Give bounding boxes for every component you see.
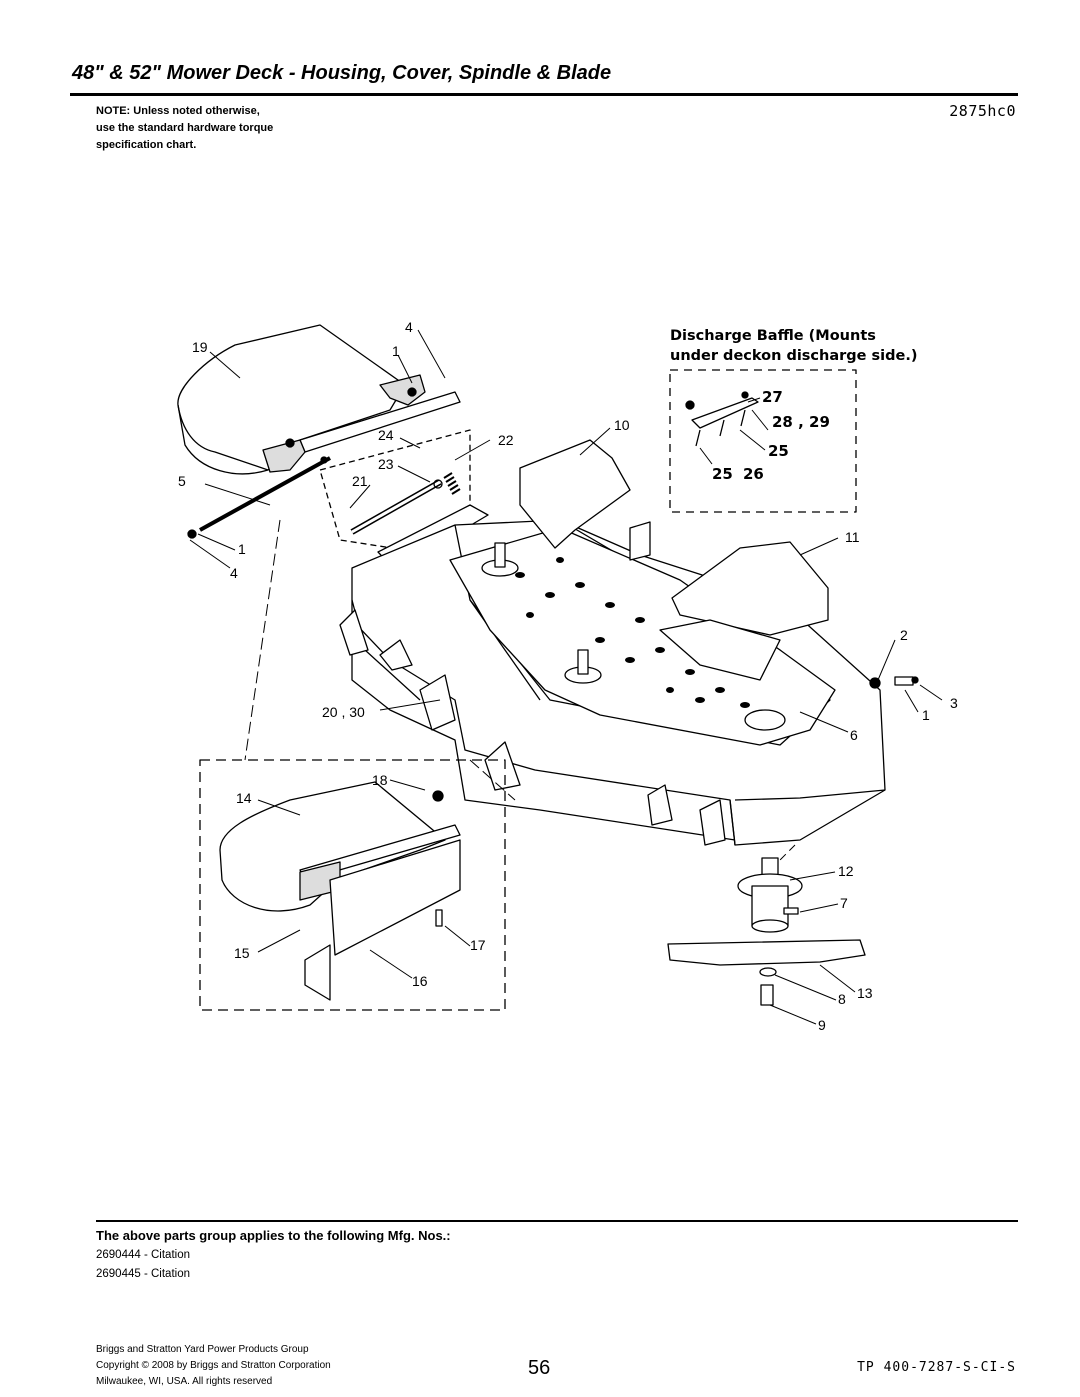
header-rule xyxy=(70,93,1018,96)
deck-brackets xyxy=(339,521,726,846)
callout-24: 24 xyxy=(378,427,394,443)
callout-17: 17 xyxy=(470,937,486,953)
callout-12: 12 xyxy=(838,863,854,879)
callout-5: 5 xyxy=(178,473,186,489)
inset-title-line-2: under deckon discharge side.) xyxy=(670,348,918,364)
deck-top-plate xyxy=(449,527,836,746)
torque-note: NOTE: Unless noted otherwise, use the st… xyxy=(96,103,396,154)
callout-14: 14 xyxy=(236,790,252,806)
inset-title-line-1: Discharge Baffle (Mounts xyxy=(670,328,876,344)
company-info: Briggs and Stratton Yard Power Products … xyxy=(96,1342,331,1390)
callout-25: 25 xyxy=(712,465,733,483)
discharge-baffle xyxy=(685,391,759,447)
callout-27: 27 xyxy=(762,388,783,406)
callout-16: 16 xyxy=(412,973,428,989)
page-title: 48" & 52" Mower Deck - Housing, Cover, S… xyxy=(72,62,612,84)
callout-10: 10 xyxy=(614,417,630,433)
footer-rule xyxy=(96,1220,1018,1222)
callout-26: 26 xyxy=(743,465,764,483)
callout-9: 9 xyxy=(818,1017,826,1033)
deck-spindle-hubs xyxy=(481,542,786,731)
blade-bolt xyxy=(760,984,774,1006)
page-number: 56 xyxy=(528,1357,551,1379)
blade-washer xyxy=(759,967,777,977)
callout-22: 22 xyxy=(498,432,514,448)
callout-6: 6 xyxy=(850,727,858,743)
callout-20-30: 20 , 30 xyxy=(322,704,365,720)
chute-cover-lower xyxy=(219,781,461,1001)
callout-1: 1 xyxy=(392,343,400,359)
copyright-line: Copyright © 2008 by Briggs and Stratton … xyxy=(96,1360,331,1371)
mfg-number-list: 2690444 - Citation 2690445 - Citation xyxy=(96,1246,190,1284)
spindle-assembly xyxy=(737,857,803,933)
belt-cover-right xyxy=(671,541,829,636)
callout-2: 2 xyxy=(900,627,908,643)
mower-blade xyxy=(667,939,866,966)
deck-hardware-right xyxy=(869,676,919,689)
document-code: TP 400-7287-S-CI-S xyxy=(857,1360,1016,1375)
callout-1: 1 xyxy=(238,541,246,557)
callout-23: 23 xyxy=(378,456,394,472)
drawing-code: 2875hc0 xyxy=(949,102,1016,120)
callout-3: 3 xyxy=(950,695,958,711)
applies-heading: The above parts group applies to the fol… xyxy=(96,1228,451,1243)
callout-25: 25 xyxy=(768,442,789,460)
callout-4: 4 xyxy=(230,565,238,581)
mfg-number: 2690445 - Citation xyxy=(96,1268,190,1280)
callout-13: 13 xyxy=(857,985,873,1001)
company-line: Briggs and Stratton Yard Power Products … xyxy=(96,1344,309,1355)
note-line: specification chart. xyxy=(96,139,197,151)
note-line: use the standard hardware torque xyxy=(96,122,274,134)
callout-19: 19 xyxy=(192,339,208,355)
note-line: NOTE: Unless noted otherwise, xyxy=(96,105,260,117)
chute-cover-top xyxy=(177,324,461,475)
company-line: Milwaukee, WI, USA. All rights reserved xyxy=(96,1376,273,1387)
chute-rod xyxy=(187,456,331,539)
callout-4: 4 xyxy=(405,319,413,335)
callout-11: 11 xyxy=(845,529,860,545)
callout-8: 8 xyxy=(838,991,846,1007)
callout-28-29: 28 , 29 xyxy=(772,413,830,431)
callout-18: 18 xyxy=(372,772,388,788)
callout-15: 15 xyxy=(234,945,250,961)
callout-21: 21 xyxy=(352,473,368,489)
callout-1: 1 xyxy=(922,707,930,723)
mfg-number: 2690444 - Citation xyxy=(96,1249,190,1261)
callout-7: 7 xyxy=(840,895,848,911)
baffle-inset-frame xyxy=(669,369,857,513)
callout-leaders xyxy=(189,329,943,1025)
